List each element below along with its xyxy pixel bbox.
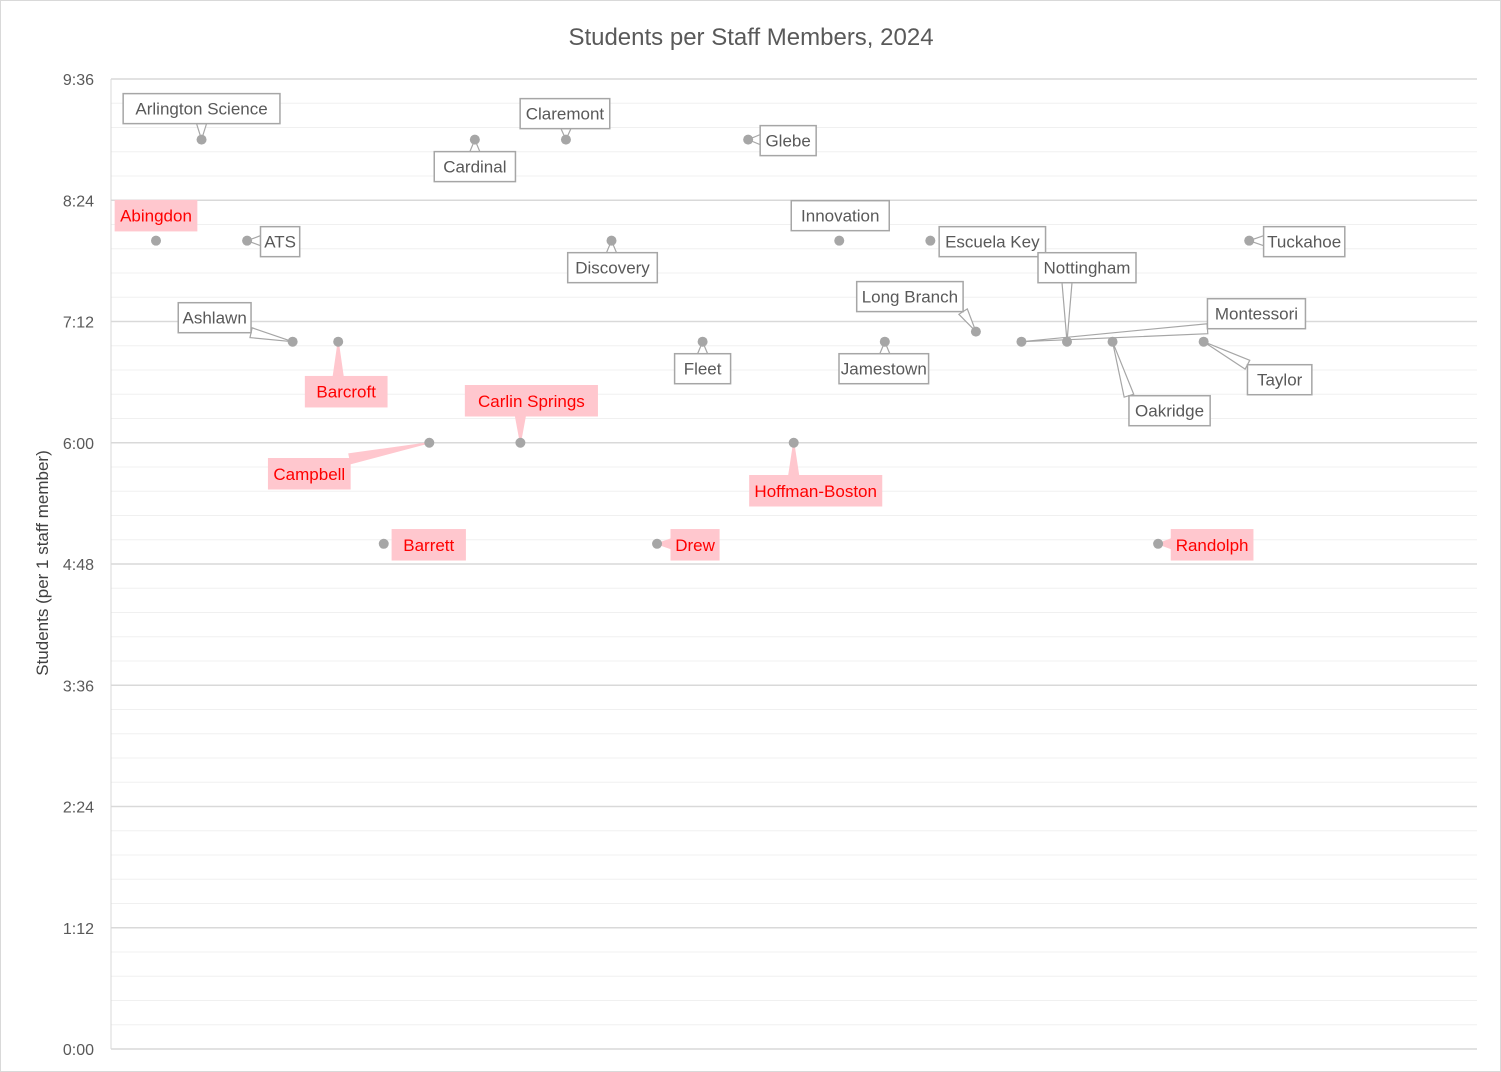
data-point-jamestown: [879, 336, 890, 347]
data-label-box-ashlawn: [177, 301, 252, 334]
data-label-box-innovation: [790, 199, 890, 232]
data-label-campbell: Campbell: [273, 465, 345, 484]
y-tick-label: 3:36: [63, 678, 94, 695]
y-axis-title: Students (per 1 staff member): [33, 450, 52, 676]
data-label-innovation: Innovation: [801, 207, 879, 226]
data-label-box-oakridge: [1128, 394, 1211, 427]
y-axis-ticks: 0:00 1:12 2:24 3:36 4:48 6:00 7:12 8:24 9:36: [63, 72, 94, 1059]
leader-line-ashlawn: [249, 327, 293, 343]
y-tick-label: 9:36: [63, 72, 94, 89]
data-label-box-abingdon: [114, 199, 198, 232]
data-label-tuckahoe: Tuckahoe: [1267, 233, 1341, 252]
data-point-randolph: [1153, 538, 1164, 549]
data-label-box-jamestown: [838, 352, 930, 385]
data-label-box-escuela-key: [938, 225, 1047, 258]
y-tick-label: 4:48: [63, 557, 94, 574]
data-label-box-barcroft: [304, 375, 388, 408]
data-label-ashlawn: Ashlawn: [183, 309, 247, 328]
data-label-box-campbell: [267, 458, 351, 490]
data-label-drew: Drew: [675, 536, 715, 555]
data-label-box-ats: [259, 225, 301, 258]
data-point-hoffman-boston: [788, 437, 799, 448]
y-tick-label: 7:12: [63, 315, 94, 332]
data-point-taylor: [1198, 336, 1209, 347]
data-label-abingdon: Abingdon: [120, 207, 192, 226]
data-point-oakridge: [1107, 336, 1118, 347]
data-point-escuela-key: [925, 235, 936, 246]
data-label-box-nottingham: [1037, 251, 1137, 284]
data-label-glebe: Glebe: [765, 132, 810, 151]
leader-lines: [195, 123, 1265, 550]
data-point-montessori: [1016, 336, 1027, 347]
data-label-escuela-key: Escuela Key: [945, 233, 1040, 252]
data-point-tuckahoe: [1244, 235, 1255, 246]
data-label-box-randolph: [1170, 529, 1254, 561]
data-point-abingdon: [151, 235, 161, 246]
data-point-discovery: [606, 235, 617, 246]
data-label-box-cardinal: [433, 150, 517, 183]
data-point-innovation: [834, 235, 845, 246]
data-label-claremont: Claremont: [526, 105, 605, 124]
data-point-fleet: [697, 336, 708, 347]
data-label-carlin-springs: Carlin Springs: [478, 392, 585, 411]
data-point-arlington-science: [196, 134, 207, 145]
data-label-box-tuckahoe: [1262, 225, 1346, 258]
data-label-taylor: Taylor: [1257, 371, 1303, 390]
data-point-glebe: [743, 134, 754, 145]
data-label-box-fleet: [673, 352, 732, 385]
data-label-box-carlin-springs: [464, 385, 598, 417]
leader-line-barcroft: [332, 341, 344, 378]
data-label-fleet: Fleet: [684, 360, 722, 379]
data-label-box-taylor: [1246, 363, 1313, 396]
data-label-box-glebe: [759, 124, 817, 157]
data-point-drew: [652, 538, 663, 549]
data-label-box-montessori: [1206, 297, 1307, 330]
y-tick-label: 0:00: [63, 1042, 94, 1059]
data-points: [151, 134, 1255, 549]
data-point-campbell: [424, 437, 435, 448]
data-label-box-barrett: [391, 529, 466, 561]
data-label-box-claremont: [519, 97, 611, 130]
data-label-jamestown: Jamestown: [841, 360, 927, 379]
data-label-ats: ATS: [264, 233, 296, 252]
data-point-barrett: [378, 538, 389, 549]
data-label-nottingham: Nottingham: [1044, 259, 1131, 278]
y-tick-label: 6:00: [63, 436, 94, 453]
data-label-hoffman-boston: Hoffman-Boston: [754, 482, 877, 501]
leader-line-nottingham: [1061, 282, 1073, 342]
y-tick-label: 8:24: [63, 193, 94, 210]
data-label-box-long-branch: [855, 280, 964, 313]
leader-line-campbell: [348, 442, 430, 465]
data-label-barcroft: Barcroft: [316, 383, 376, 402]
data-label-randolph: Randolph: [1176, 536, 1249, 555]
data-point-claremont: [560, 134, 571, 145]
data-label-barrett: Barrett: [403, 536, 454, 555]
data-point-barcroft: [333, 336, 344, 347]
data-point-ashlawn: [287, 336, 298, 347]
data-label-box-hoffman-boston: [749, 475, 883, 507]
data-point-carlin-springs: [515, 437, 526, 448]
data-label-cardinal: Cardinal: [443, 158, 506, 177]
data-label-long-branch: Long Branch: [862, 288, 958, 307]
data-point-ats: [242, 235, 253, 246]
data-point-cardinal: [469, 134, 480, 145]
y-tick-label: 2:24: [63, 800, 94, 817]
y-tick-label: 1:12: [63, 921, 94, 938]
data-point-long-branch: [970, 326, 981, 337]
data-label-box-drew: [670, 529, 720, 561]
leader-line-oakridge: [1111, 341, 1135, 398]
data-point-nottingham: [1062, 336, 1072, 347]
data-label-oakridge: Oakridge: [1135, 402, 1204, 421]
data-label-box-discovery: [566, 251, 659, 284]
data-label-discovery: Discovery: [575, 259, 650, 278]
data-label-box-arlington-science: [122, 92, 281, 125]
chart-title: Students per Staff Members, 2024: [568, 24, 933, 51]
data-label-arlington-science: Arlington Science: [135, 100, 267, 119]
data-label-montessori: Montessori: [1215, 305, 1298, 324]
